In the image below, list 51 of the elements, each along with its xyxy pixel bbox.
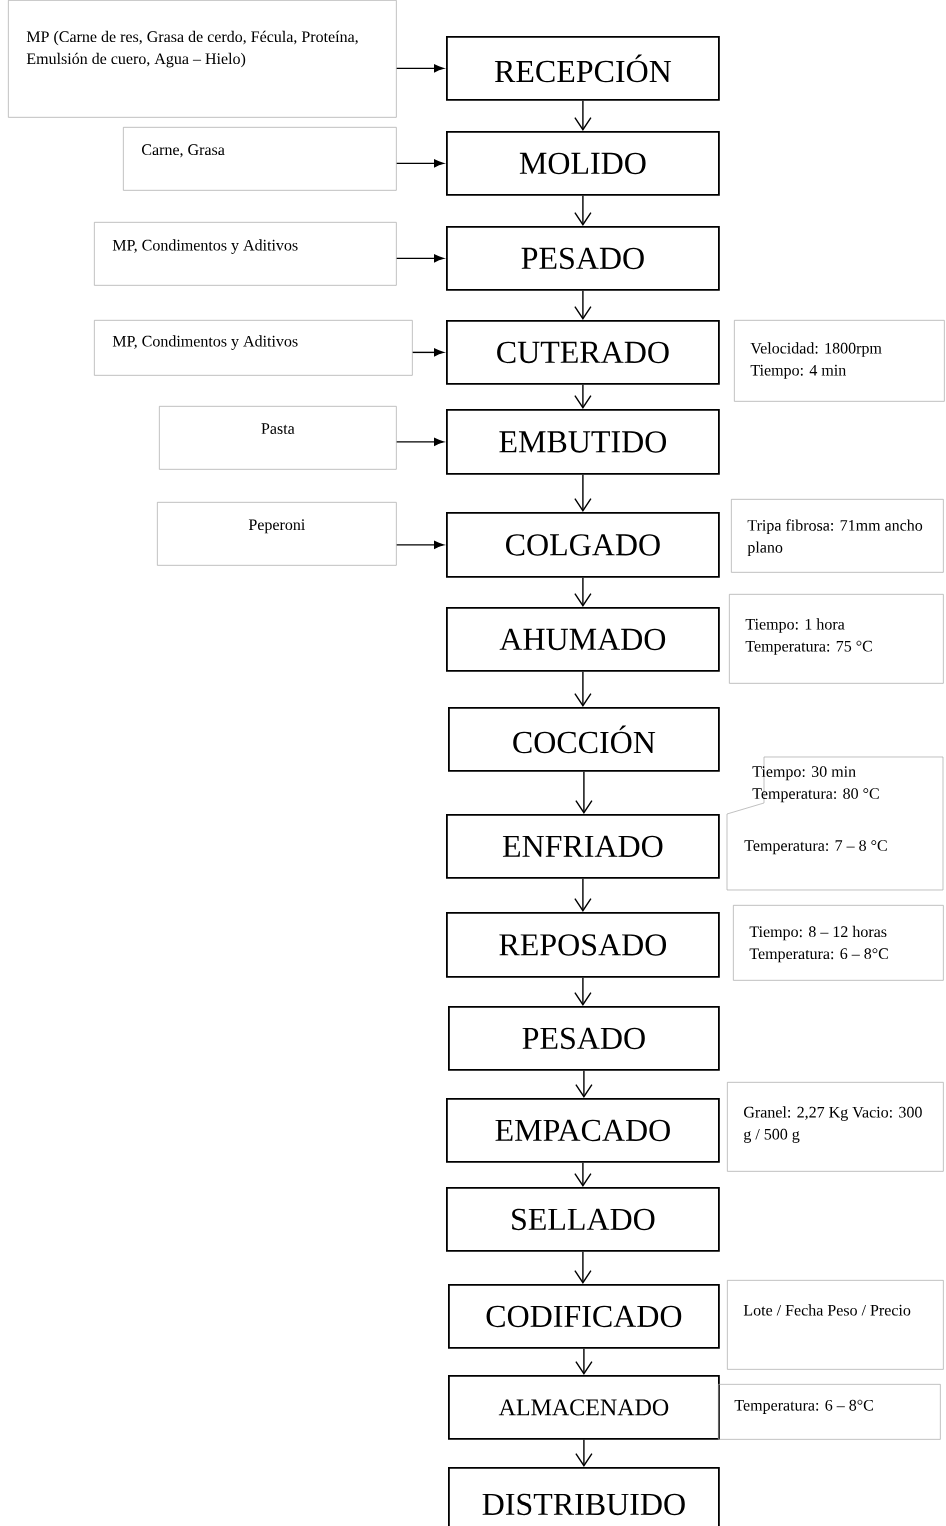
arrow [396, 159, 444, 168]
process-box: MOLIDO [446, 131, 720, 196]
process-box: CUTERADO [446, 320, 720, 385]
arrow [574, 1251, 592, 1284]
process-box: RECEPCIÓN [446, 36, 720, 101]
arrow [575, 1348, 593, 1375]
note-box: Tripa fibrosa: 71mm ancho plano [731, 499, 944, 573]
input-box: Carne, Grasa [123, 127, 397, 191]
process-box: SELLADO [446, 1187, 720, 1252]
note-box: Tiempo: 30 min Temperatura: 80 °C Temperatura: 7 – 8 °C [726, 756, 944, 891]
arrow [396, 64, 444, 73]
arrow [575, 1070, 593, 1098]
arrow [574, 195, 592, 226]
process-box: PESADO [448, 1006, 720, 1071]
process-box: COCCIÓN [448, 707, 720, 772]
arrow [412, 348, 444, 357]
arrow [575, 1439, 593, 1467]
arrow [574, 878, 592, 912]
process-box: EMPACADO [446, 1098, 720, 1163]
arrow [396, 540, 444, 549]
process-box: DISTRIBUIDO [448, 1467, 720, 1526]
process-box: REPOSADO [446, 912, 720, 978]
process-box: COLGADO [446, 512, 720, 578]
arrow [574, 1162, 592, 1187]
input-box: Pasta [159, 406, 397, 470]
arrow [574, 577, 592, 607]
note-box: Granel: 2,27 Kg Vacio: 300 g / 500 g [727, 1082, 944, 1172]
arrow [396, 254, 444, 263]
note-box: Tiempo: 1 hora Temperatura: 75 °C [729, 594, 944, 684]
arrow [574, 671, 592, 707]
arrow [574, 474, 592, 512]
process-box: PESADO [446, 226, 720, 291]
process-box: ENFRIADO [446, 814, 720, 879]
process-box: ALMACENADO [448, 1375, 720, 1440]
input-box: Peperoni [157, 502, 397, 566]
arrow [574, 384, 592, 409]
input-box: MP (Carne de res, Grasa de cerdo, Fécula, Proteína, Emulsión de cuero, Agua – Hielo) [8, 0, 397, 118]
note-box: Temperatura: 6 – 8°C [718, 1384, 941, 1440]
note-box: Tiempo: 8 – 12 horas Temperatura: 6 – 8°C [733, 905, 944, 981]
note-box: Lote / Fecha Peso / Precio [727, 1280, 944, 1370]
input-box: MP, Condimentos y Aditivos [94, 222, 397, 286]
note-box: Velocidad: 1800rpm Tiempo: 4 min [734, 320, 945, 402]
input-box: MP, Condimentos y Aditivos [94, 320, 413, 376]
arrow [575, 771, 593, 814]
process-box: CODIFICADO [448, 1284, 720, 1349]
process-box: EMBUTIDO [446, 409, 720, 475]
arrow [574, 977, 592, 1006]
arrow [574, 290, 592, 320]
arrow [396, 437, 444, 446]
arrow [574, 100, 592, 131]
process-box: AHUMADO [446, 607, 720, 672]
